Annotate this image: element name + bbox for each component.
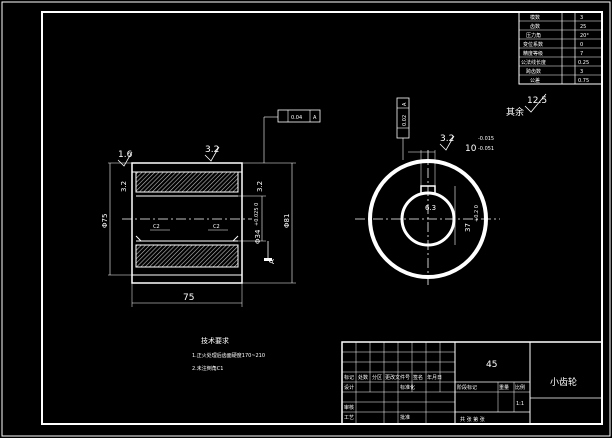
drawing-border-inner — [41, 11, 603, 425]
tb-label-sheets: 共 张 第 张 — [460, 416, 485, 423]
hatch-top — [135, 171, 239, 193]
title-block: 45 小齿轮 1:1 标记 处数 分区 更改文件号 签名 年月日 设计 标准化 … — [341, 341, 603, 425]
roughness-1-6: 1.6 — [118, 150, 133, 160]
param-value-3: 0 — [580, 42, 583, 48]
roughness-keyway: 3.2 — [440, 134, 454, 144]
tolerance-value-2: 0.02 — [402, 115, 408, 126]
param-value-5: 0.25 — [578, 60, 589, 66]
param-label-1: 齿数 — [530, 23, 540, 30]
tb-label-sign: 签名 — [413, 374, 423, 381]
tolerance-datum-2: A — [402, 102, 408, 106]
roughness-3-2-side2: 3.2 — [256, 181, 264, 192]
keyway-width: 10 — [465, 144, 477, 154]
param-label-6: 跨齿数 — [526, 68, 541, 75]
tb-label-design: 设计 — [344, 384, 354, 391]
tb-label-review: 审核 — [344, 404, 354, 411]
dim-phi34: Φ34 — [254, 229, 262, 244]
param-label-2: 压力角 — [526, 32, 541, 39]
tb-label-standard: 标准化 — [400, 384, 415, 391]
param-label-4: 精度等级 — [523, 50, 543, 57]
keyway-tol-lower: -0.051 — [478, 146, 494, 152]
tb-label-zone: 分区 — [372, 374, 382, 381]
dim-phi81: Φ81 — [283, 214, 291, 228]
tb-label-stage: 阶段标记 — [457, 384, 477, 391]
chamfer-c2-right: C2 — [213, 224, 220, 230]
param-label-5: 公法线长度 — [521, 59, 546, 66]
roughness-other-value: 12.5 — [527, 96, 547, 106]
roughness-3-2-side1: 3.2 — [120, 181, 128, 192]
keyway-tol-upper: -0.015 — [478, 136, 494, 142]
param-value-0: 3 — [580, 15, 583, 21]
tb-label-scale: 比例 — [515, 384, 525, 391]
tolerance-value-1: 0.04 — [291, 115, 302, 121]
keyway-depth-tol: +0.2 0 — [474, 205, 480, 222]
datum-a: A — [268, 259, 276, 264]
dim-length-75: 75 — [183, 293, 194, 303]
gear-params-table: 模数 3 齿数 25 压力角 20° 变位系数 0 精度等级 7 公法线长度 0… — [518, 11, 603, 85]
tech-req-heading: 技术要求 — [201, 336, 229, 345]
tb-label-mark: 标记 — [344, 374, 354, 381]
tb-label-weight: 重量 — [499, 384, 509, 391]
tb-label-approve: 批准 — [400, 414, 410, 421]
tech-requirements: 技术要求 1.正火处理后齿面硬度170~210 2.未注倒角C1 — [192, 336, 265, 372]
gear-body-outline — [131, 162, 243, 284]
keyway-depth: 37 — [464, 223, 472, 232]
section-view: Φ75 Φ81 Φ34 +0.025 0 A 75 C2 C2 1.6 3.2 … — [101, 109, 321, 307]
drawing-title-cell: 小齿轮 — [550, 376, 577, 388]
param-label-3: 变位系数 — [523, 41, 543, 48]
dim-phi75: Φ75 — [101, 214, 109, 228]
tb-label-date: 年月日 — [427, 374, 442, 381]
param-value-1: 25 — [580, 24, 586, 30]
tb-label-count: 处数 — [358, 374, 368, 381]
end-view: 10 -0.015 -0.051 3.2 37 +0.2 0 6.3 0.02 … — [355, 97, 500, 285]
chamfer-c2-left: C2 — [153, 224, 160, 230]
roughness-other-label: 其余 — [506, 106, 524, 118]
param-label-0: 模数 — [530, 14, 540, 21]
surface-mark-6-3: 6.3 — [425, 204, 436, 212]
tech-req-item-2: 2.未注倒角C1 — [192, 365, 223, 372]
tolerance-frame-1 — [277, 109, 321, 123]
material-cell: 45 — [486, 360, 497, 370]
param-label-7: 公差 — [530, 77, 540, 84]
tb-label-process: 工艺 — [344, 415, 354, 421]
roughness-3-2-top: 3.2 — [205, 145, 219, 155]
param-value-2: 20° — [580, 33, 589, 39]
param-value-7: 0.75 — [578, 78, 589, 84]
param-value-6: 3 — [580, 69, 583, 75]
param-value-4: 7 — [580, 51, 583, 57]
tolerance-datum-1: A — [313, 115, 317, 121]
scale-cell: 1:1 — [516, 401, 524, 407]
tb-label-change: 更改文件号 — [385, 374, 410, 381]
dim-phi34-tol: +0.025 0 — [254, 203, 260, 226]
hatch-bottom — [135, 244, 239, 268]
tech-req-item-1: 1.正火处理后齿面硬度170~210 — [192, 352, 265, 359]
